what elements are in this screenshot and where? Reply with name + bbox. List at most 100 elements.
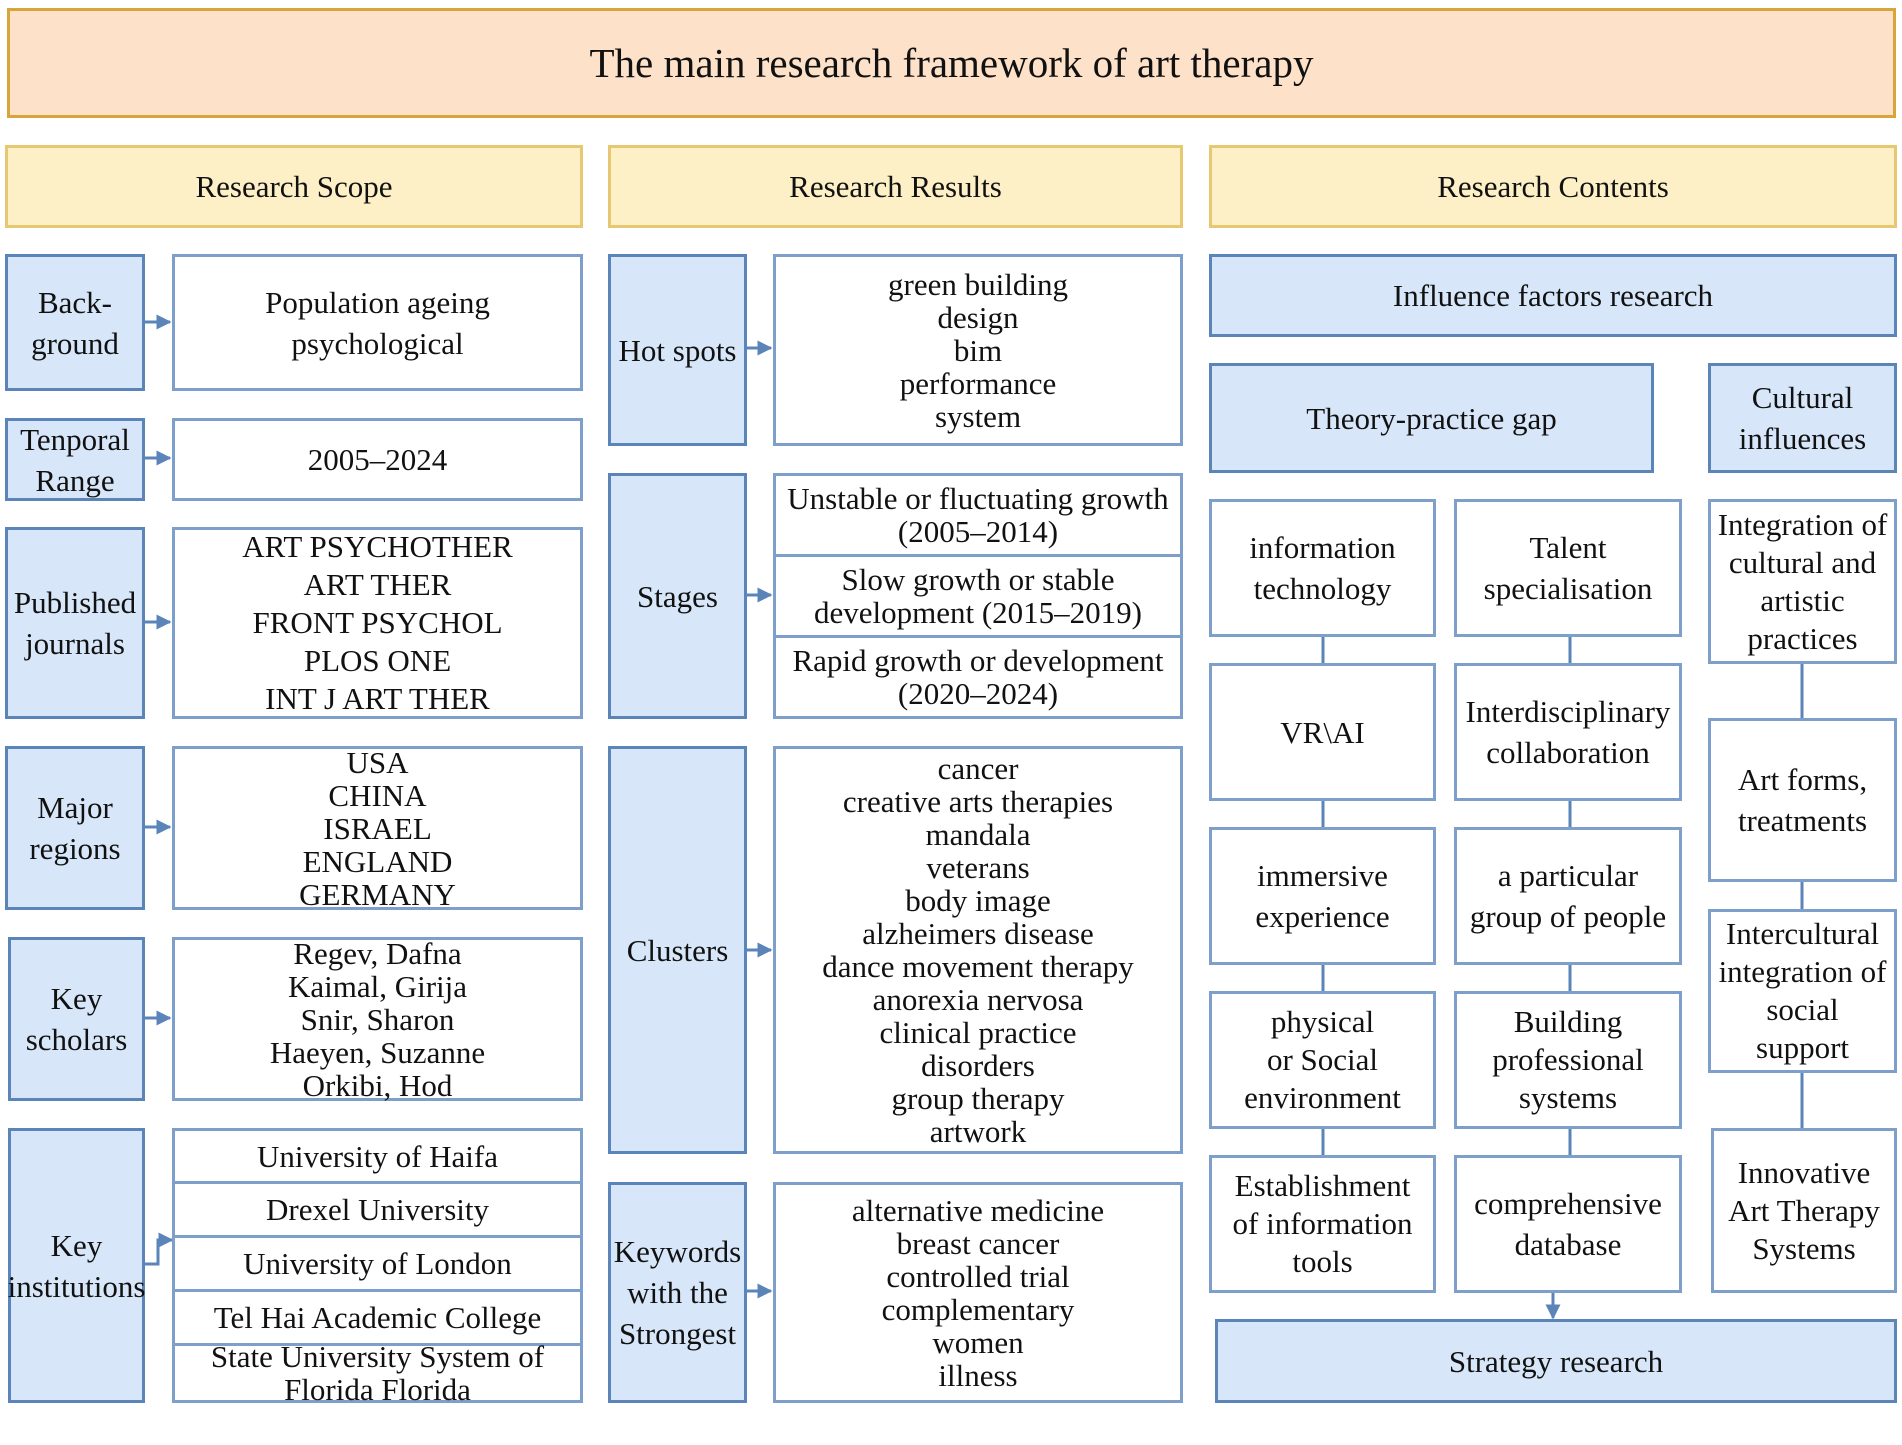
- content-line: (2020–2024): [897, 676, 1059, 711]
- content-line: Unstable or fluctuating growth: [787, 481, 1169, 516]
- institution-drexel: Drexel University: [172, 1181, 583, 1238]
- content-line: database: [1514, 1227, 1622, 1262]
- content-information-technology: information technology: [1209, 499, 1436, 637]
- results-label-stages: Stages: [608, 473, 747, 719]
- content-particular-group: a particular group of people: [1454, 827, 1682, 965]
- scope-content-scholars: Regev, Dafna Kaimal, Girija Snir, Sharon…: [172, 937, 583, 1103]
- content-line: (2005–2014): [897, 514, 1059, 549]
- content-cultural-integration: Integration of cultural and artistic pra…: [1708, 499, 1897, 664]
- content-line: tools: [1292, 1244, 1353, 1279]
- content-line: Rapid growth or development: [792, 643, 1164, 678]
- page-title-text: The main research framework of art thera…: [589, 40, 1314, 86]
- content-line: practices: [1747, 620, 1858, 656]
- influence-factors-research: Influence factors research: [1209, 254, 1897, 337]
- theory-practice-gap: Theory-practice gap: [1209, 363, 1654, 473]
- content-line: illness: [938, 1357, 1018, 1393]
- content-line: Integration of: [1717, 506, 1888, 542]
- content-line: group therapy: [891, 1081, 1065, 1116]
- label-line: Key: [50, 981, 103, 1016]
- content-line: specialisation: [1483, 571, 1653, 606]
- content-physical-environment: physical or Social environment: [1209, 991, 1436, 1129]
- strategy-research: Strategy research: [1215, 1319, 1897, 1403]
- content-line: performance: [899, 365, 1057, 401]
- arrow-institutions: [145, 1232, 174, 1266]
- content-line: psychological: [291, 325, 464, 361]
- content-line: University of Haifa: [256, 1138, 499, 1174]
- content-art-forms: Art forms, treatments: [1708, 718, 1897, 882]
- results-label-keywords: Keywords with the Strongest: [608, 1182, 747, 1403]
- scope-label-range: Tenporal Range: [5, 418, 145, 501]
- stage-unstable: Unstable or fluctuating growth (2005–201…: [773, 473, 1183, 557]
- scope-label-journals: Published journals: [5, 527, 145, 719]
- content-line: ART THER: [303, 567, 452, 602]
- content-line: technology: [1253, 571, 1392, 606]
- results-label-clusters: Clusters: [608, 746, 747, 1154]
- content-line: bim: [953, 332, 1003, 368]
- scope-label-institutions: Key institutions: [8, 1128, 145, 1403]
- label-line: journals: [25, 626, 125, 661]
- label-line: with the: [627, 1275, 728, 1310]
- content-information-tools: Establishment of information tools: [1209, 1155, 1436, 1293]
- scope-content-background: Population ageing psychological: [172, 254, 583, 391]
- label-line: Strongest: [618, 1316, 737, 1351]
- content-line: body image: [905, 883, 1051, 918]
- institution-tel-hai: Tel Hai Academic College: [172, 1289, 583, 1346]
- results-content-clusters: cancer creative arts therapies mandala v…: [773, 746, 1183, 1154]
- label-line: Published: [13, 585, 137, 620]
- content-line: cancer: [937, 751, 1019, 786]
- content-line: CHINA: [328, 777, 427, 813]
- content-immersive-experience: immersive experience: [1209, 827, 1436, 965]
- content-line: Innovative: [1737, 1154, 1871, 1190]
- content-line: disorders: [921, 1048, 1035, 1083]
- header-research-results: Research Results: [608, 145, 1183, 228]
- content-line: ISRAEL: [323, 810, 432, 846]
- scope-content-journals: ART PSYCHOTHER ART THER FRONT PSYCHOL PL…: [172, 527, 583, 719]
- scope-content-regions: USA CHINA ISRAEL ENGLAND GERMANY: [172, 746, 583, 911]
- content-line: Haeyen, Suzanne: [269, 1034, 486, 1070]
- content-line: of information: [1232, 1206, 1413, 1241]
- label-line: Tenporal: [20, 421, 130, 457]
- stage-rapid: Rapid growth or development (2020–2024): [773, 635, 1183, 719]
- content-line: Slow growth or stable: [841, 562, 1115, 597]
- content-line: alternative medicine: [851, 1192, 1105, 1228]
- header-research-scope-text: Research Scope: [195, 168, 393, 204]
- content-line: physical: [1270, 1004, 1375, 1039]
- content-line: Drexel University: [266, 1192, 489, 1227]
- label-line: institutions: [7, 1268, 146, 1304]
- content-line: Orkibi, Hod: [302, 1067, 453, 1103]
- content-line: ART PSYCHOTHER: [242, 529, 513, 564]
- content-line: 2005–2024: [307, 442, 448, 477]
- content-line: artistic: [1760, 582, 1845, 618]
- label-line: Theory-practice gap: [1306, 400, 1557, 436]
- label-line: Influence factors research: [1392, 278, 1714, 313]
- header-research-contents: Research Contents: [1209, 145, 1897, 228]
- content-interdisciplinary-collaboration: Interdisciplinary collaboration: [1454, 663, 1682, 801]
- stage-slow: Slow growth or stable development (2015–…: [773, 554, 1183, 638]
- header-research-contents-text: Research Contents: [1437, 168, 1669, 204]
- content-vr-ai: VR\AI: [1209, 663, 1436, 801]
- content-line: Interdisciplinary: [1465, 694, 1671, 729]
- content-line: comprehensive: [1474, 1186, 1662, 1221]
- content-line: integration of: [1718, 954, 1887, 989]
- content-line: complementary: [881, 1291, 1075, 1327]
- content-line: dance movement therapy: [822, 949, 1134, 984]
- scope-label-scholars: Key scholars: [8, 937, 145, 1101]
- scope-content-range: 2005–2024: [172, 418, 583, 501]
- content-line: or Social: [1266, 1042, 1379, 1077]
- content-line: Kaimal, Girija: [287, 968, 468, 1004]
- header-research-results-text: Research Results: [789, 168, 1002, 204]
- content-line: University of London: [243, 1246, 512, 1281]
- scope-label-regions: Major regions: [5, 746, 145, 910]
- content-line: Establishment: [1234, 1168, 1411, 1203]
- content-intercultural-integration: Intercultural integration of social supp…: [1708, 909, 1897, 1073]
- label-line: scholars: [25, 1022, 128, 1057]
- content-line: ENGLAND: [302, 843, 453, 879]
- content-innovative-systems: Innovative Art Therapy Systems: [1711, 1128, 1897, 1293]
- label-line: Clusters: [626, 932, 729, 968]
- content-line: controlled trial: [886, 1258, 1070, 1294]
- content-line: design: [937, 299, 1019, 335]
- results-label-hotspots: Hot spots: [608, 254, 747, 446]
- label-line: Major: [37, 790, 113, 825]
- content-line: PLOS ONE: [303, 643, 452, 678]
- content-line: Systems: [1752, 1230, 1856, 1266]
